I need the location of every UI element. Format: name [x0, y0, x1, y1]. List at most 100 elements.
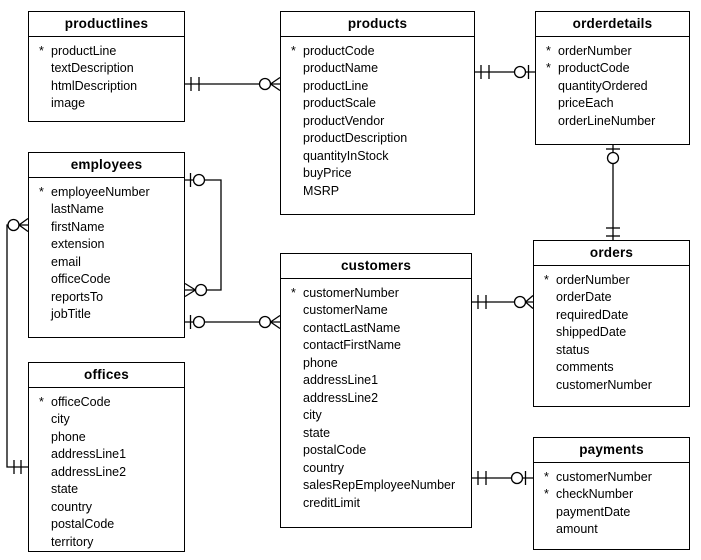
field-row: productVendor	[291, 112, 470, 130]
field-name: shippedDate	[556, 325, 627, 340]
rel-customers-orders	[472, 295, 534, 309]
field-name: paymentDate	[556, 504, 631, 519]
field-name: productCode	[558, 61, 630, 76]
field-name: textDescription	[51, 61, 134, 76]
field-row: status	[544, 341, 685, 359]
field-row: *checkNumber	[544, 486, 685, 504]
field-name: customerNumber	[303, 285, 399, 300]
field-row: * orderNumber	[544, 271, 685, 289]
table-productlines: productlines * productLine textDescription…	[28, 11, 185, 122]
field-row: addressLine2	[291, 389, 467, 407]
field-row: priceEach	[546, 95, 685, 113]
field-row: * productCode	[291, 42, 470, 60]
field-row: amount	[544, 521, 685, 539]
pk-marker: *	[39, 394, 44, 409]
field-row: *orderNumber	[546, 42, 685, 60]
field-name: city	[51, 412, 70, 427]
field-name: reportsTo	[51, 289, 104, 304]
field-name: productLine	[303, 78, 369, 93]
field-name: customerNumber	[556, 469, 652, 484]
field-name: orderLineNumber	[558, 113, 656, 128]
field-name: orderDate	[556, 290, 612, 305]
table-title: customers	[281, 254, 471, 279]
field-name: firstName	[51, 219, 105, 234]
pk-marker: *	[544, 272, 549, 287]
field-name: officeCode	[51, 272, 111, 287]
field-name: productLine	[51, 43, 117, 58]
field-row: * employeeNumber	[39, 183, 180, 201]
rel-offices-employees	[6, 217, 29, 474]
rel-employees-customers	[185, 314, 281, 330]
field-name: extension	[51, 237, 105, 252]
pk-marker: *	[39, 43, 44, 58]
field-row: addressLine1	[291, 372, 467, 390]
field-name: city	[303, 408, 322, 423]
field-row: image	[39, 95, 180, 113]
field-list: * customerNumber customerName contactLastNa…	[281, 279, 471, 512]
field-row: productScale	[291, 95, 470, 113]
field-row: MSRP	[291, 182, 470, 200]
field-name: postalCode	[303, 443, 367, 458]
rel-productlines-products	[185, 76, 281, 92]
field-row: addressLine1	[39, 446, 180, 464]
field-row: country	[291, 459, 467, 477]
field-name: addressLine2	[51, 464, 127, 479]
field-row: postalCode	[291, 442, 467, 460]
table-title: products	[281, 12, 474, 37]
field-row: phone	[291, 354, 467, 372]
field-row: quantityInStock	[291, 147, 470, 165]
field-name: territory	[51, 534, 94, 549]
pk-marker: *	[39, 184, 44, 199]
field-row: state	[291, 424, 467, 442]
field-name: jobTitle	[51, 307, 91, 322]
field-name: country	[51, 499, 92, 514]
field-name: quantityOrdered	[558, 78, 648, 93]
table-title: offices	[29, 363, 184, 388]
field-row: extension	[39, 236, 180, 254]
field-row: requiredDate	[544, 306, 685, 324]
field-row: paymentDate	[544, 503, 685, 521]
field-row: * productLine	[39, 42, 180, 60]
field-row: productDescription	[291, 130, 470, 148]
field-row: textDescription	[39, 60, 180, 78]
field-row: htmlDescription	[39, 77, 180, 95]
field-name: productCode	[303, 43, 375, 58]
field-name: employeeNumber	[51, 184, 150, 199]
field-name: priceEach	[558, 96, 614, 111]
field-row: state	[39, 481, 180, 499]
field-row: buyPrice	[291, 165, 470, 183]
pk-marker: *	[291, 43, 296, 58]
field-name: buyPrice	[303, 166, 352, 181]
table-customers: customers * customerNumber customerName con…	[280, 253, 472, 528]
field-name: contactLastName	[303, 320, 401, 335]
field-name: email	[51, 254, 81, 269]
field-row: contactLastName	[291, 319, 467, 337]
field-row: firstName	[39, 218, 180, 236]
field-row: productName	[291, 60, 470, 78]
field-row: productLine	[291, 77, 470, 95]
pk-marker: *	[291, 285, 296, 300]
field-name: amount	[556, 522, 598, 537]
table-title: productlines	[29, 12, 184, 37]
field-row: phone	[39, 428, 180, 446]
field-row: orderLineNumber	[546, 112, 685, 130]
rel-customers-payments	[472, 471, 533, 485]
field-name: phone	[51, 429, 86, 444]
field-row: *customerNumber	[544, 468, 685, 486]
field-name: customerName	[303, 303, 388, 318]
table-title: payments	[534, 438, 689, 463]
field-name: orderNumber	[556, 272, 630, 287]
field-row: email	[39, 253, 180, 271]
field-name: contactFirstName	[303, 338, 401, 353]
table-title: orders	[534, 241, 689, 266]
field-row: officeCode	[39, 271, 180, 289]
field-name: addressLine1	[51, 447, 127, 462]
